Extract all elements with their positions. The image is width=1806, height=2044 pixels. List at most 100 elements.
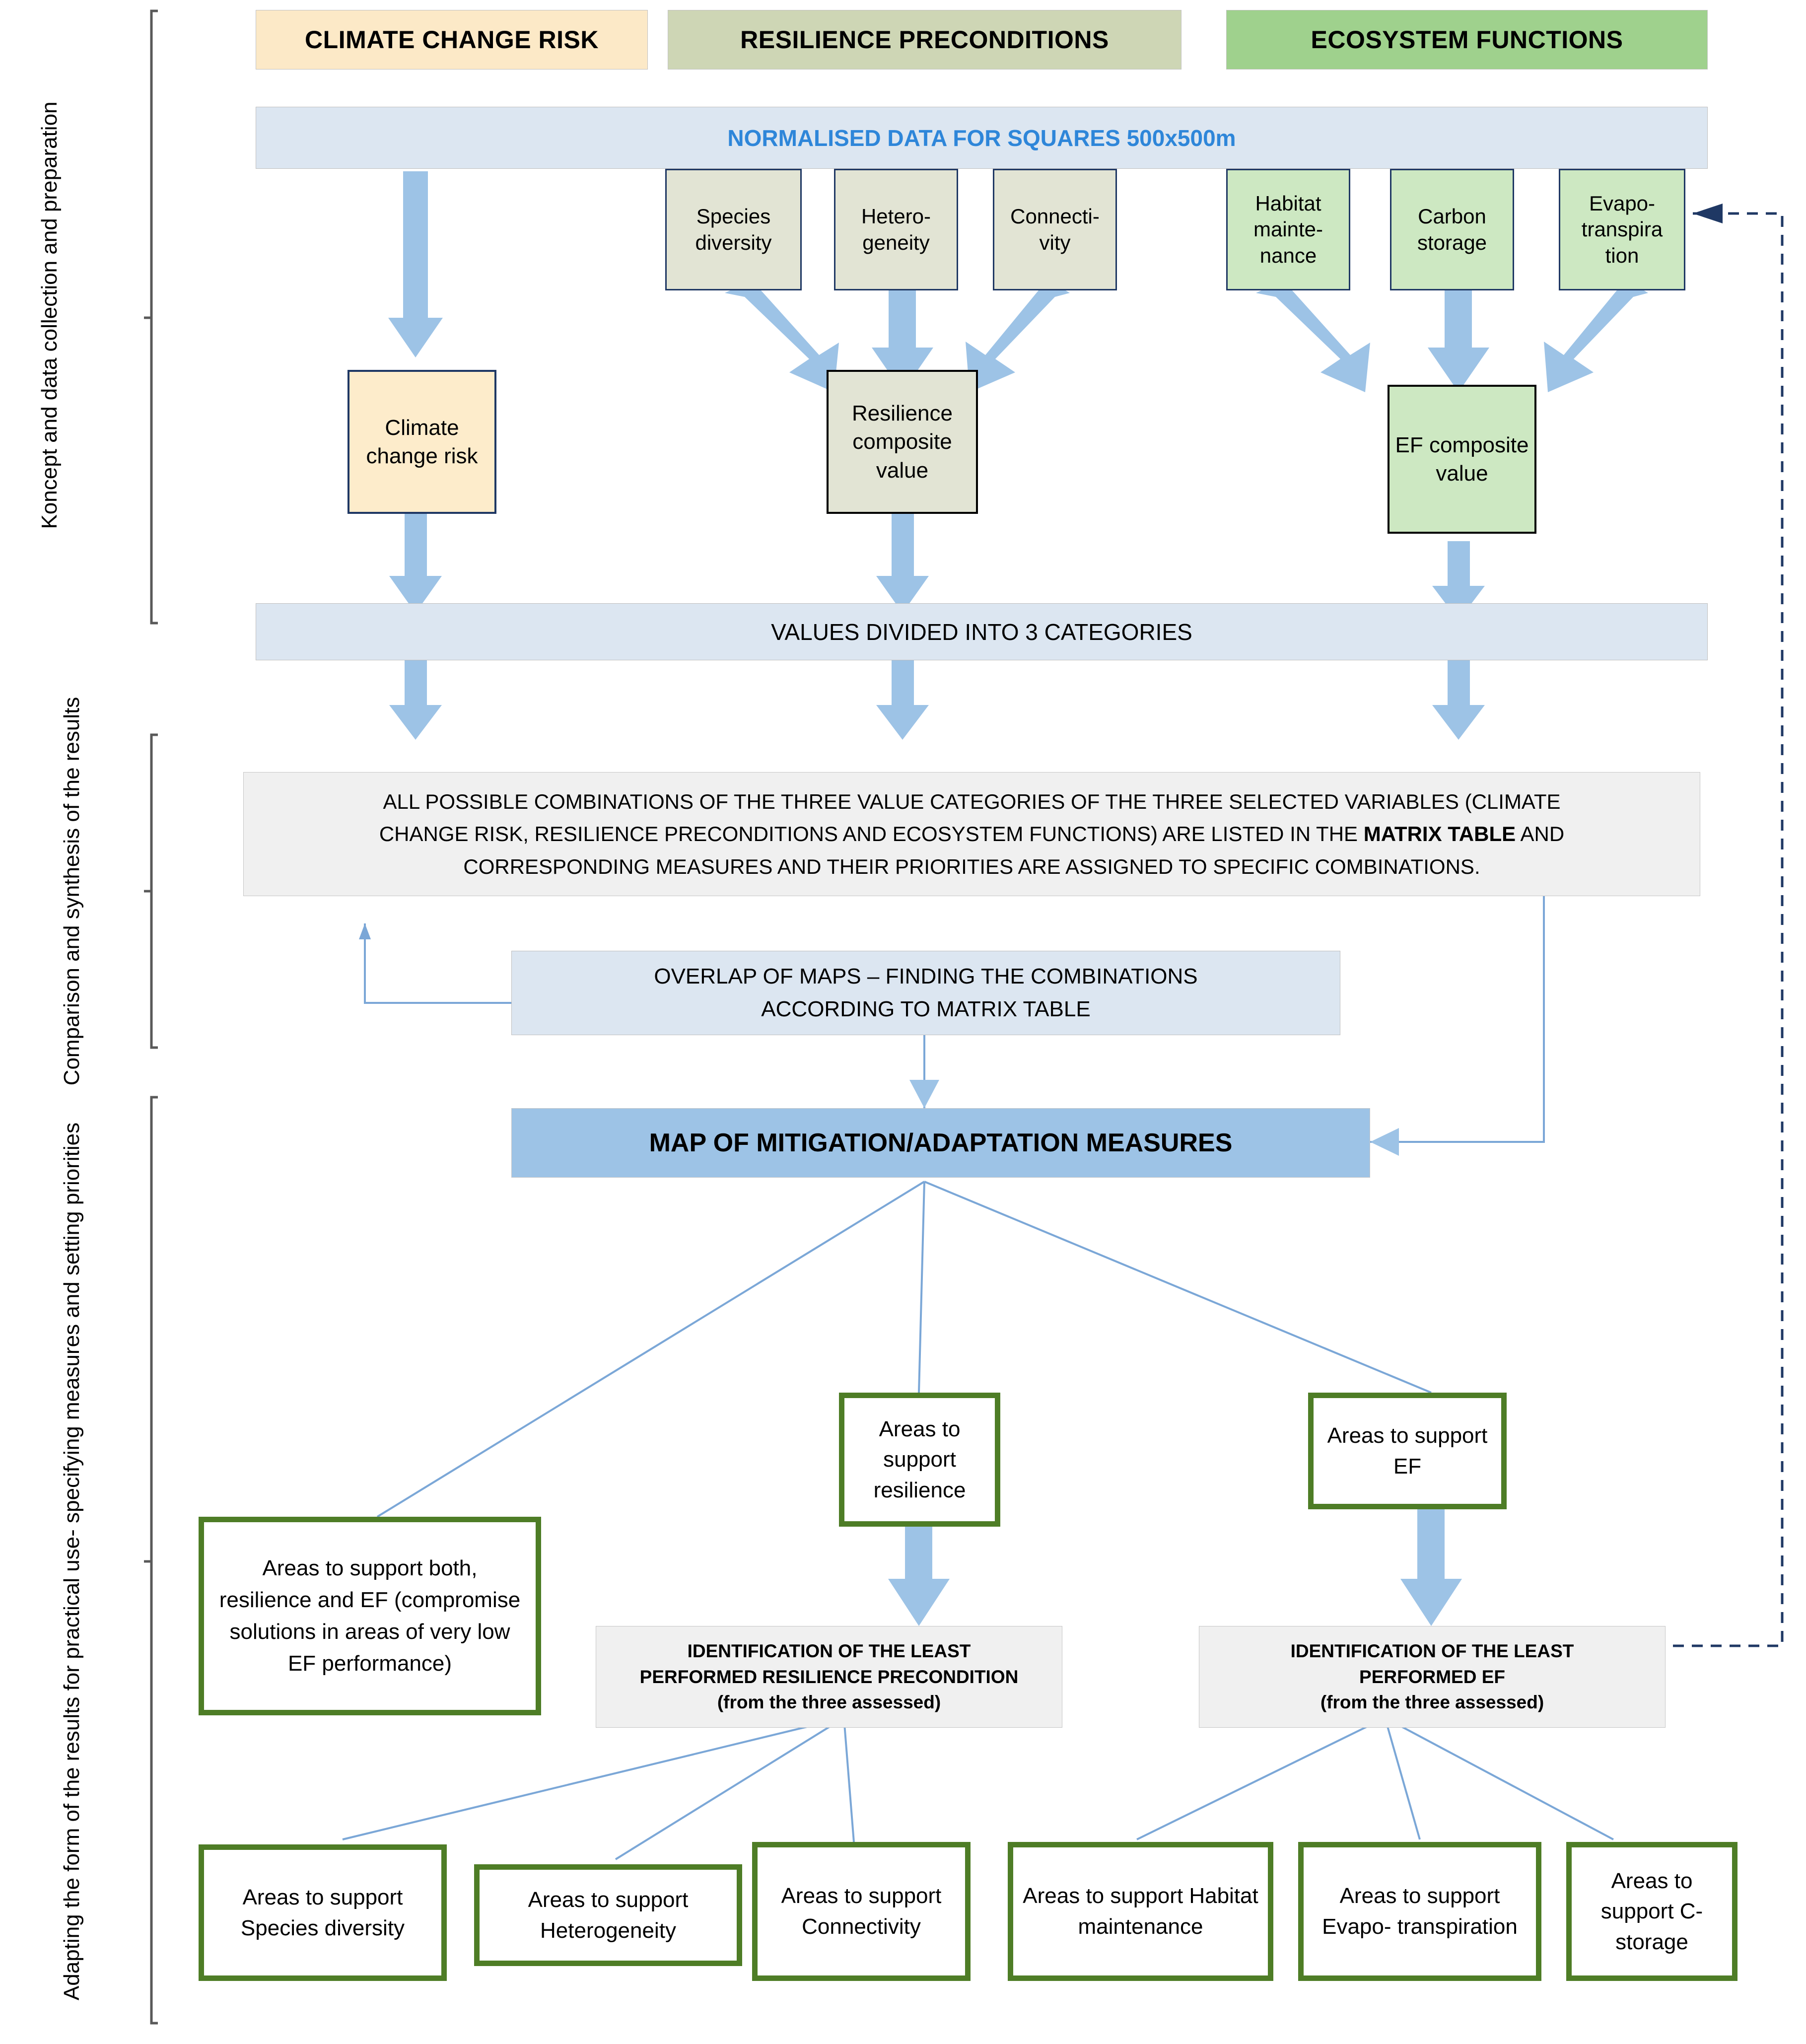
support-habitat-maintenance-label: Areas to support Habitat maintenance	[1023, 1884, 1258, 1939]
identification-ef-line-2: PERFORMED EF	[1359, 1666, 1505, 1687]
support-heterogeneity-label: Areas to support Heterogeneity	[528, 1887, 689, 1943]
areas-support-both-label: Areas to support both, resilience and EF…	[219, 1556, 521, 1676]
variable-heterogeneity-label: Hetero- geneity	[861, 205, 931, 254]
arrow-connectivity-to-resilience	[966, 280, 1070, 392]
connector-ident-res-to-conn	[843, 1717, 855, 1842]
connector-map-to-areas-ef	[924, 1181, 1432, 1394]
map-of-measures-label: MAP OF MITIGATION/ADAPTATION MEASURES	[649, 1128, 1233, 1157]
support-evapotranspiration-label: Areas to support Evapo- transpiration	[1322, 1884, 1518, 1939]
overlap-of-maps-box[interactable]: OVERLAP OF MAPS – FINDING THE COMBINATIO…	[511, 951, 1340, 1035]
arrow-categories-to-matrix-left	[389, 655, 442, 740]
band-normalised-data[interactable]: NORMALISED DATA FOR SQUARES 500x500m	[256, 107, 1708, 169]
support-c-storage-label: Areas to support C-storage	[1600, 1868, 1703, 1954]
arrow-carbon-to-ef	[1428, 290, 1489, 392]
composite-climate-change-risk-label: Climate change risk	[366, 415, 478, 468]
connector-ident-ef-to-cstorage	[1385, 1717, 1614, 1840]
identification-resilience-box[interactable]: IDENTIFICATION OF THE LEAST PERFORMED RE…	[596, 1626, 1062, 1728]
support-species-diversity-box[interactable]: Areas to support Species diversity	[199, 1844, 447, 1981]
connector-overlap-to-matrix	[359, 923, 511, 1004]
phase-label-2-text: Comparison and synthesis of the results	[60, 697, 84, 1086]
phase-label-3: Adapting the form of the results for pra…	[55, 1090, 89, 2033]
arrow-ef-areas-to-identification	[1400, 1509, 1462, 1626]
header-climate-change-risk-label: CLIMATE CHANGE RISK	[305, 26, 599, 54]
arrow-resilience-areas-to-identification	[888, 1509, 950, 1626]
variable-connectivity-label: Connecti- vity	[1010, 205, 1100, 254]
identification-resilience-line-3: (from the three assessed)	[717, 1692, 941, 1713]
variable-evapotranspiration-label: Evapo- transpira tion	[1581, 191, 1663, 267]
areas-support-ef[interactable]: Areas to support EF	[1308, 1393, 1507, 1509]
map-of-measures-box[interactable]: MAP OF MITIGATION/ADAPTATION MEASURES	[511, 1108, 1370, 1178]
overlap-line-2: ACCORDING TO MATRIX TABLE	[761, 997, 1091, 1021]
composite-resilience-value[interactable]: Resilience composite value	[827, 370, 978, 514]
phase-label-3-text: Adapting the form of the results for pra…	[60, 1122, 84, 2001]
connector-ident-res-to-hetero	[615, 1717, 845, 1860]
header-resilience-preconditions[interactable]: RESILIENCE PRECONDITIONS	[668, 10, 1181, 70]
arrowhead-matrix-to-map	[1370, 1128, 1399, 1156]
variable-connectivity[interactable]: Connecti- vity	[993, 169, 1117, 290]
matrix-table-box[interactable]: ALL POSSIBLE COMBINATIONS OF THE THREE V…	[243, 772, 1700, 896]
header-ecosystem-functions-label: ECOSYSTEM FUNCTIONS	[1311, 26, 1623, 54]
support-evapotranspiration-box[interactable]: Areas to support Evapo- transpiration	[1298, 1842, 1541, 1981]
arrow-categories-to-matrix-right	[1432, 655, 1485, 740]
support-connectivity-label: Areas to support Connectivity	[781, 1884, 942, 1939]
arrow-species-to-resilience	[725, 281, 839, 392]
areas-support-resilience[interactable]: Areas to support resilience	[839, 1393, 1000, 1527]
support-c-storage-box[interactable]: Areas to support C-storage	[1566, 1842, 1737, 1981]
areas-support-ef-label: Areas to support EF	[1327, 1423, 1488, 1479]
connector-matrix-to-map	[1370, 894, 1545, 1143]
phase-label-1: Koncept and data collection and preparat…	[32, 12, 67, 618]
band-values-divided[interactable]: VALUES DIVIDED INTO 3 CATEGORIES	[256, 603, 1708, 660]
support-connectivity-box[interactable]: Areas to support Connectivity	[752, 1842, 971, 1981]
arrow-ccr-to-categories	[389, 514, 442, 613]
arrow-habitat-to-ef	[1256, 281, 1370, 392]
overlap-line-1: OVERLAP OF MAPS – FINDING THE COMBINATIO…	[654, 964, 1198, 988]
matrix-line-3: CORRESPONDING MEASURES AND THEIR PRIORIT…	[463, 854, 1480, 878]
phase-label-2: Comparison and synthesis of the results	[55, 693, 89, 1090]
identification-ef-box[interactable]: IDENTIFICATION OF THE LEAST PERFORMED EF…	[1199, 1626, 1666, 1728]
arrow-evapo-to-ef	[1544, 280, 1648, 392]
areas-support-resilience-label: Areas to support resilience	[873, 1416, 966, 1502]
arrowhead-overlap-to-map	[909, 1080, 939, 1108]
variable-species-diversity[interactable]: Species diversity	[665, 169, 802, 290]
variable-heterogeneity[interactable]: Hetero- geneity	[834, 169, 958, 290]
phase-bracket-1	[144, 9, 158, 625]
composite-resilience-value-label: Resilience composite value	[852, 401, 953, 483]
composite-climate-change-risk[interactable]: Climate change risk	[347, 370, 496, 514]
feedback-dashed-line	[1673, 204, 1784, 1647]
connector-map-to-areas-resilience	[918, 1181, 925, 1393]
variable-carbon-storage-label: Carbon storage	[1417, 205, 1487, 254]
variable-species-diversity-label: Species diversity	[695, 205, 772, 254]
phase-bracket-3	[144, 1096, 158, 2025]
matrix-line-2c: AND	[1516, 822, 1565, 846]
matrix-line-2a: CHANGE RISK, RESILIENCE PRECONDITIONS AN…	[379, 822, 1364, 846]
areas-support-both[interactable]: Areas to support both, resilience and EF…	[199, 1517, 541, 1715]
variable-carbon-storage[interactable]: Carbon storage	[1390, 169, 1514, 290]
support-habitat-maintenance-box[interactable]: Areas to support Habitat maintenance	[1008, 1842, 1273, 1981]
composite-ef-value-label: EF composite value	[1395, 432, 1529, 486]
connector-ident-ef-to-evapo	[1384, 1717, 1421, 1840]
support-species-diversity-label: Areas to support Species diversity	[240, 1885, 405, 1940]
identification-ef-fanout	[1136, 1717, 1614, 1840]
variable-habitat-maintenance-label: Habitat mainte- nance	[1253, 191, 1323, 267]
phase-label-1-text: Koncept and data collection and preparat…	[37, 101, 62, 529]
connector-ident-ef-to-habitat	[1136, 1717, 1386, 1840]
arrow-resilience-to-categories	[876, 514, 929, 613]
identification-resilience-line-2: PERFORMED RESILIENCE PRECONDITION	[639, 1666, 1019, 1687]
variable-habitat-maintenance[interactable]: Habitat mainte- nance	[1226, 169, 1350, 290]
identification-resilience-line-1: IDENTIFICATION OF THE LEAST	[687, 1640, 971, 1661]
identification-ef-line-3: (from the three assessed)	[1320, 1692, 1544, 1713]
arrow-band-to-ccr	[388, 171, 443, 357]
band-values-divided-label: VALUES DIVIDED INTO 3 CATEGORIES	[771, 619, 1192, 645]
header-climate-change-risk[interactable]: CLIMATE CHANGE RISK	[256, 10, 648, 70]
connector-ident-res-to-species	[342, 1717, 844, 1840]
identification-resilience-fanout	[342, 1717, 855, 1860]
support-heterogeneity-box[interactable]: Areas to support Heterogeneity	[474, 1864, 742, 1966]
matrix-line-1: ALL POSSIBLE COMBINATIONS OF THE THREE V…	[383, 790, 1561, 814]
band-normalised-data-label: NORMALISED DATA FOR SQUARES 500x500m	[727, 125, 1236, 151]
arrow-categories-to-matrix-mid	[876, 655, 929, 740]
composite-ef-value[interactable]: EF composite value	[1388, 385, 1536, 534]
phase-bracket-2	[144, 733, 158, 1049]
header-ecosystem-functions[interactable]: ECOSYSTEM FUNCTIONS	[1226, 10, 1708, 70]
variable-evapotranspiration[interactable]: Evapo- transpira tion	[1559, 169, 1685, 290]
